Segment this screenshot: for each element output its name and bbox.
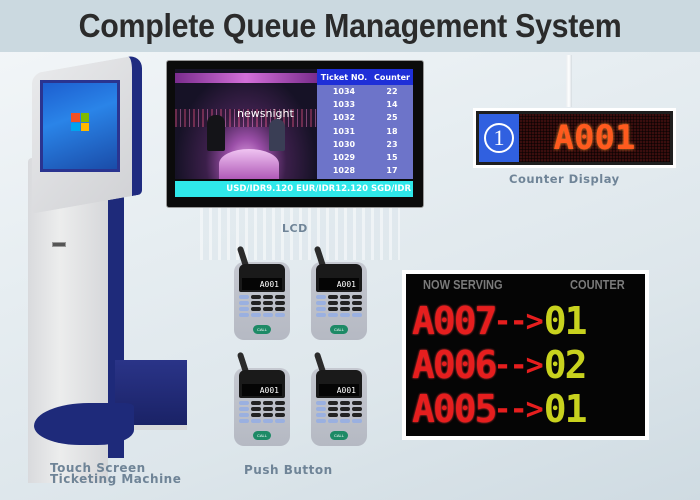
- pager-screen: A001: [242, 278, 282, 290]
- ceiling-pole: [566, 55, 572, 107]
- touch-screen-kiosk: [20, 54, 200, 483]
- counter-number-panel: 1: [479, 114, 519, 162]
- kiosk-caption-line2: Ticketing Machine: [50, 472, 182, 486]
- serving-row: A006-->02: [412, 343, 587, 387]
- background-stripes: [200, 200, 400, 260]
- kiosk-screen: [40, 80, 120, 172]
- serving-row: A005-->01: [412, 387, 587, 431]
- push-button-pager: A001 CALL: [311, 351, 367, 446]
- call-button: CALL: [253, 325, 271, 334]
- guest-figure: [269, 119, 285, 151]
- call-button: CALL: [253, 431, 271, 440]
- counter-display: 1 A001: [473, 108, 676, 168]
- ticket-table-header: Ticket NO. Counter: [317, 69, 413, 85]
- news-logo: newsnight: [237, 107, 294, 120]
- currency-ticker: USD/IDR9.120 EUR/IDR12.120 SGD/IDR: [175, 181, 413, 197]
- kiosk-base-plate: [34, 403, 134, 445]
- pager-screen: A001: [319, 384, 359, 396]
- push-button-pager: A001 CALL: [234, 245, 290, 340]
- push-button-caption: Push Button: [244, 463, 333, 477]
- studio-desk: [219, 149, 279, 179]
- call-button: CALL: [330, 325, 348, 334]
- lcd-caption: LCD: [282, 222, 308, 235]
- lcd-video-feed: newsnight: [175, 69, 317, 179]
- kiosk-caption: Touch Screen Ticketing Machine: [50, 461, 182, 486]
- pager-screen: A001: [242, 384, 282, 396]
- counter-display-caption: Counter Display: [509, 172, 620, 186]
- push-button-pager: A001 CALL: [234, 351, 290, 446]
- header-counter: COUNTER: [570, 277, 625, 292]
- counter-led-ticket: A001: [519, 114, 670, 162]
- title-banner: Complete Queue Management System: [0, 0, 700, 52]
- page-title: Complete Queue Management System: [78, 7, 622, 44]
- header-ticket-no: Ticket NO.: [320, 72, 368, 82]
- call-button: CALL: [330, 431, 348, 440]
- windows-logo-icon: [71, 113, 89, 131]
- header-counter: Counter: [374, 72, 410, 82]
- presenter-figure: [207, 115, 225, 151]
- kiosk-caption-line1: Touch Screen: [50, 461, 146, 475]
- now-serving-board: NOW SERVING COUNTER A007-->01 A006-->02 …: [402, 270, 649, 440]
- header-now-serving: NOW SERVING: [423, 277, 503, 292]
- ticket-slot: [52, 242, 66, 247]
- push-button-pager: A001 CALL: [311, 245, 367, 340]
- pager-screen: A001: [319, 278, 359, 290]
- counter-number: 1: [484, 123, 514, 153]
- serving-row: A007-->01: [412, 299, 587, 343]
